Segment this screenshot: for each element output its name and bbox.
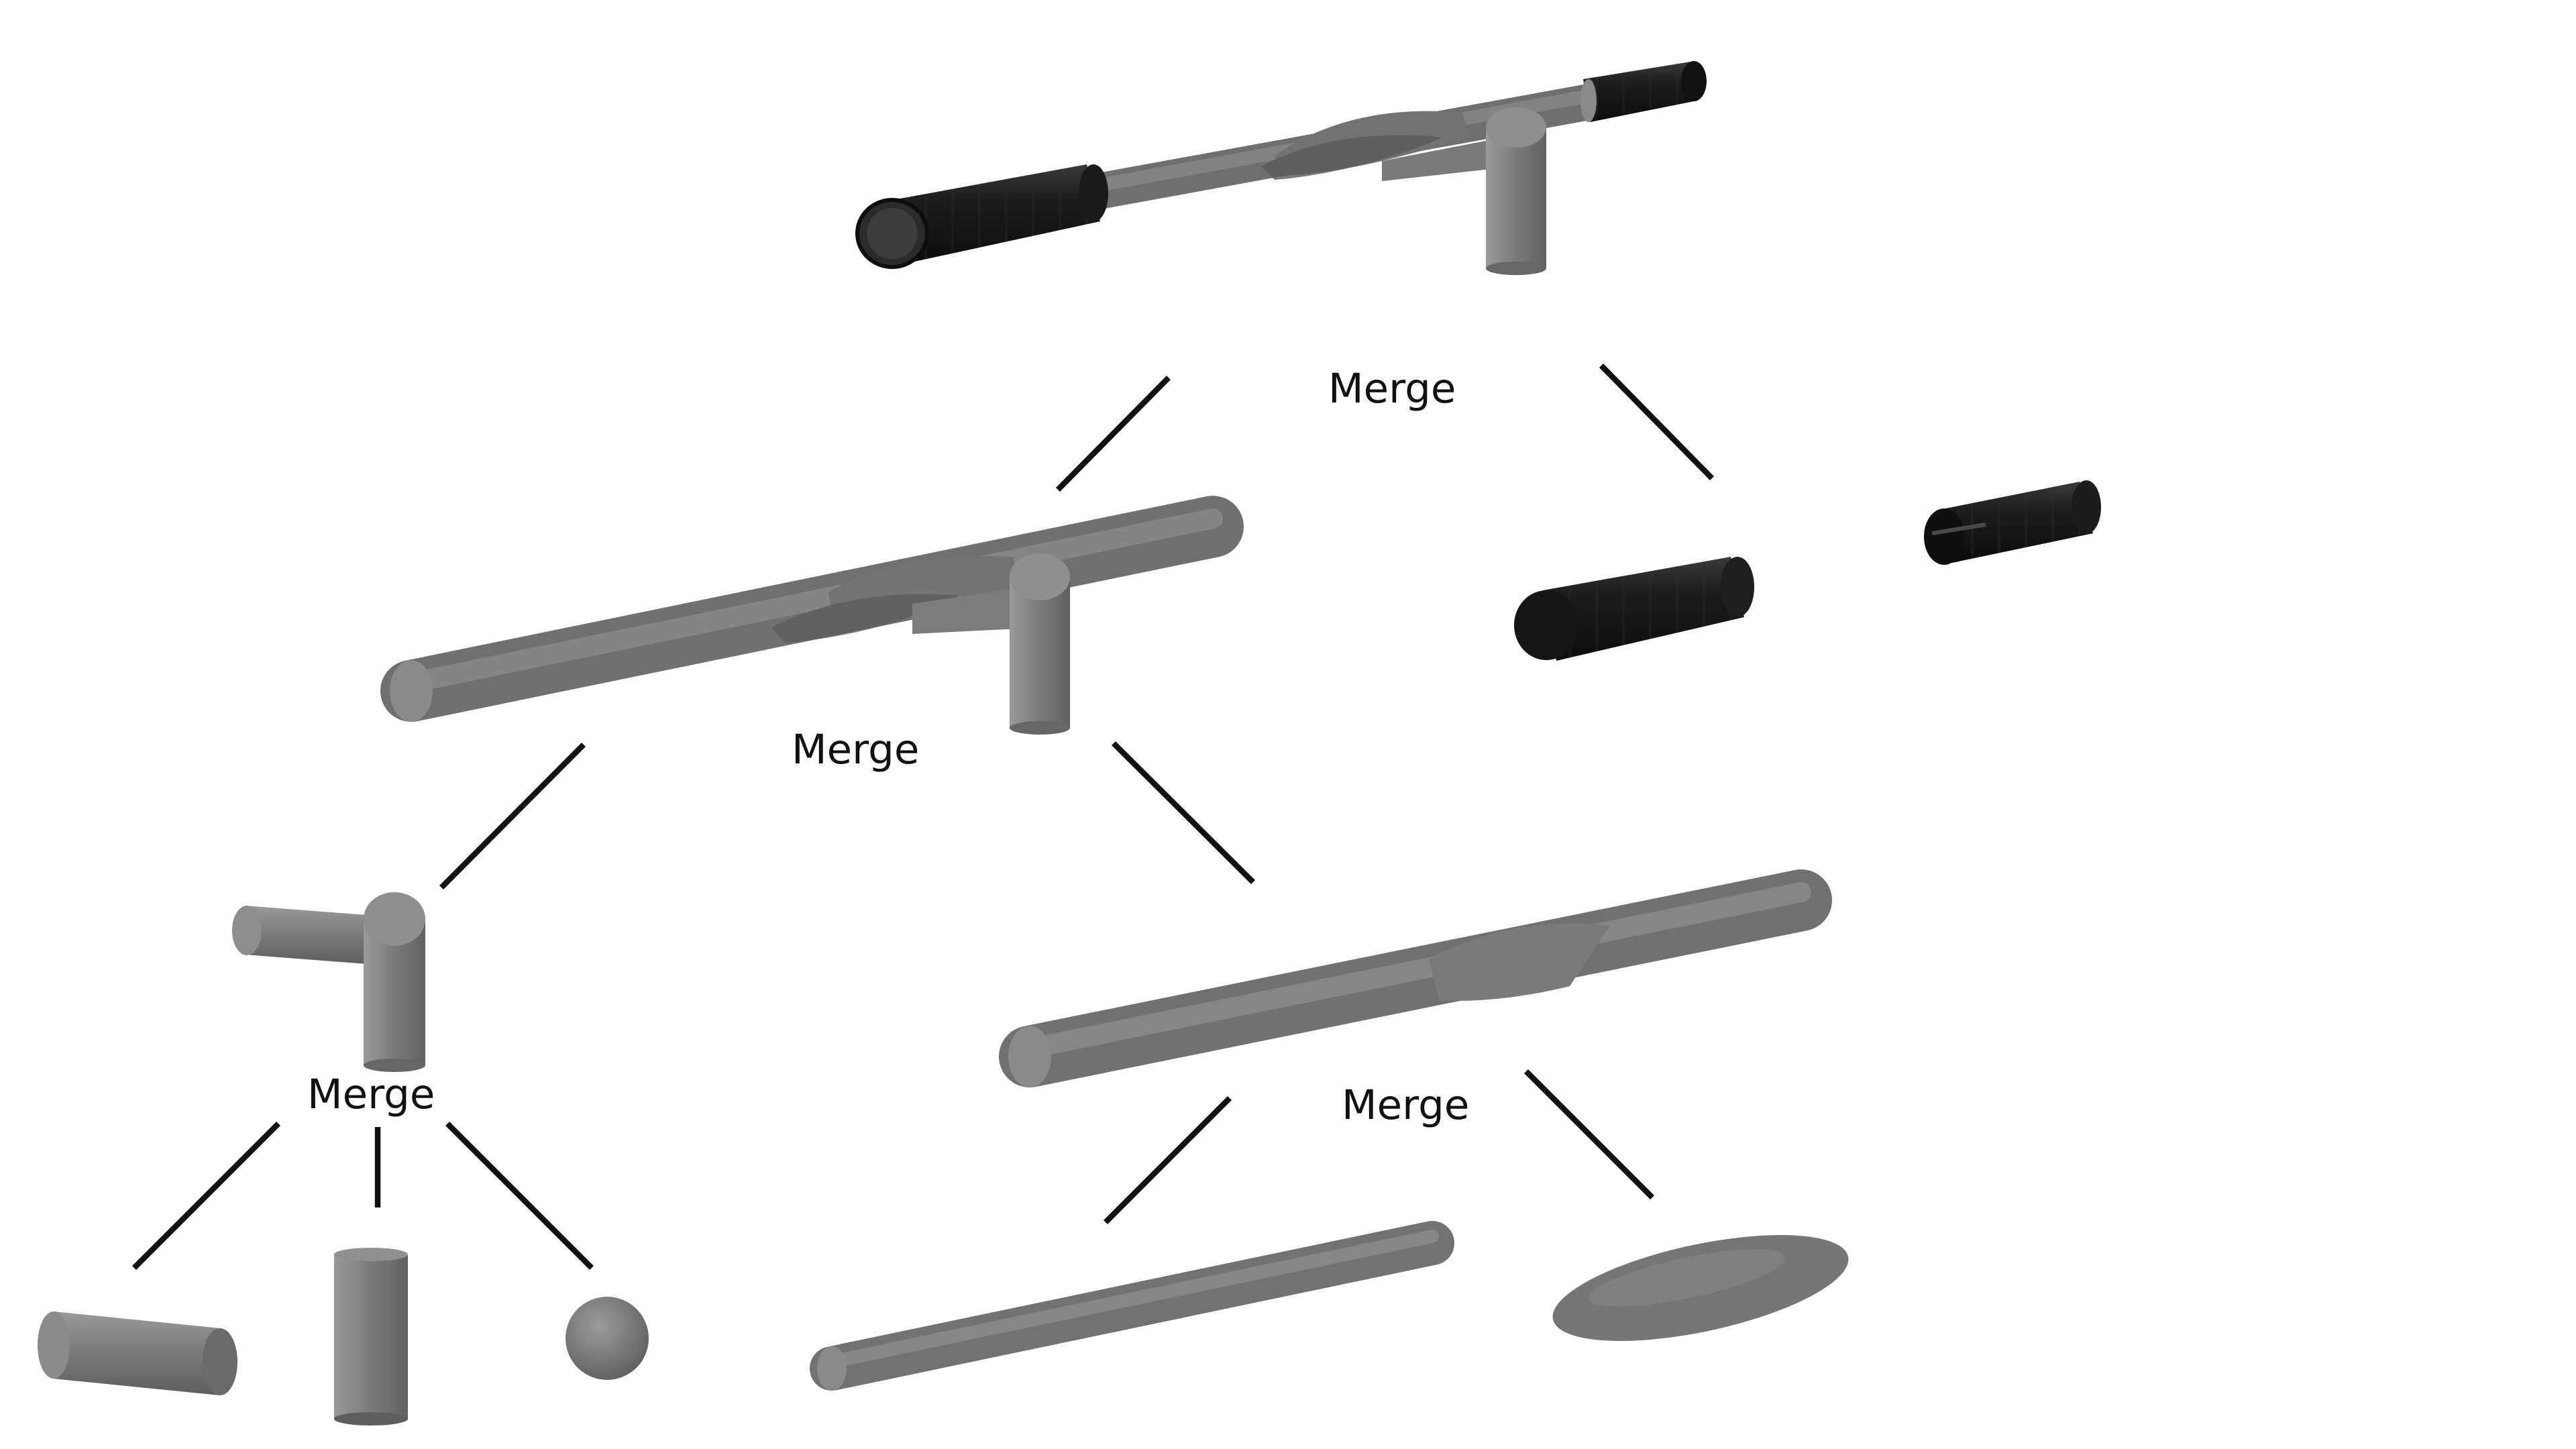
merge-label-bottom-left: Merge <box>307 1071 435 1118</box>
merge-label-top: Merge <box>1328 365 1456 413</box>
vertical-cylinder <box>334 1248 408 1426</box>
connector-left-down-right <box>1112 741 1255 885</box>
connector-bl-1 <box>131 1121 281 1271</box>
connector-left-down-left <box>439 743 586 890</box>
sphere <box>566 1297 649 1380</box>
horizontal-cylinder <box>38 1311 237 1395</box>
connector-br-right <box>1523 1069 1655 1200</box>
handlebar-complete <box>855 61 1707 275</box>
connector-br-left <box>1103 1095 1232 1225</box>
handlebar-frame <box>380 496 1244 735</box>
thin-bar <box>810 1221 1454 1391</box>
connector-top-right <box>1599 364 1715 480</box>
grip-pair <box>1514 480 2101 661</box>
connector-top-left <box>1055 376 1171 492</box>
merge-label-left: Merge <box>792 726 919 773</box>
merge-label-bottom-right: Merge <box>1342 1081 1469 1129</box>
connector-bl-3 <box>445 1121 594 1271</box>
bulged-bar <box>999 869 1832 1087</box>
grip-icon <box>1924 480 2101 565</box>
stem-assembly <box>232 892 425 1072</box>
ellipsoid <box>1552 1235 1849 1341</box>
grip-icon <box>1514 557 1754 661</box>
grip-right-icon <box>1580 61 1707 122</box>
grip-left-icon <box>855 164 1108 269</box>
